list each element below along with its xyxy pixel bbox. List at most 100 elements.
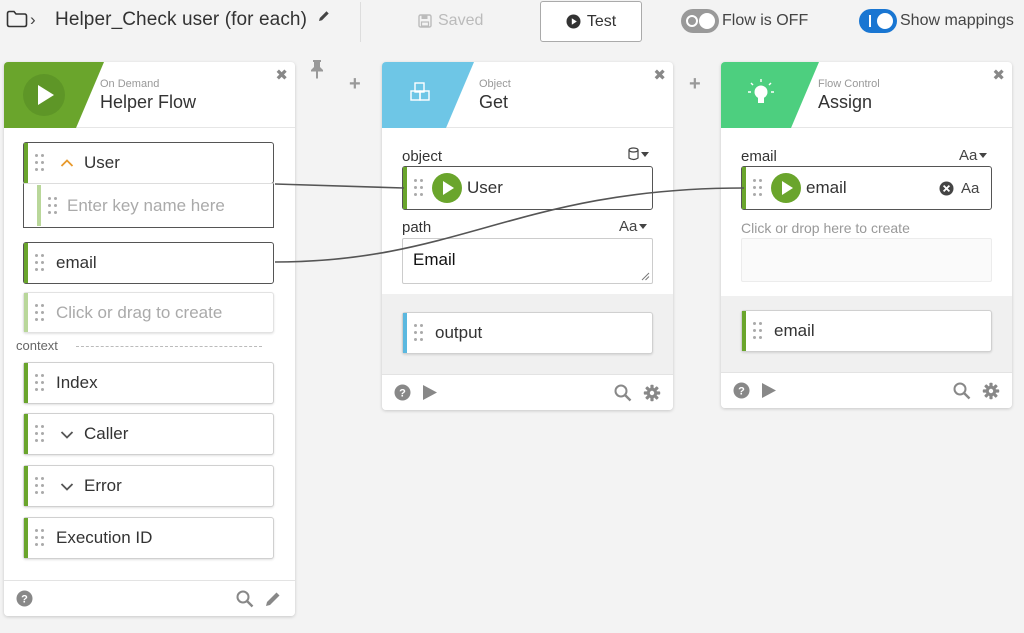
- path-type-selector[interactable]: Aa: [619, 218, 648, 235]
- add-step-plus-icon[interactable]: +: [349, 73, 361, 95]
- flow-title[interactable]: Helper_Check user (for each): [55, 9, 308, 30]
- drag-handle-icon[interactable]: [35, 477, 45, 495]
- caret-down-icon: [979, 153, 988, 158]
- context-item-error[interactable]: Error: [23, 465, 274, 507]
- flow-enabled-toggle[interactable]: Flow is OFF: [681, 9, 808, 33]
- toolbar-divider: [360, 2, 361, 42]
- search-icon[interactable]: [614, 384, 632, 402]
- test-button[interactable]: Test: [540, 1, 642, 42]
- play-icon: [38, 85, 54, 105]
- caret-down-icon: [639, 224, 648, 229]
- text-type-label: Aa: [959, 147, 978, 164]
- email-mapped-value[interactable]: email Aa: [741, 166, 992, 210]
- help-icon[interactable]: ?: [733, 382, 750, 399]
- drag-handle-icon[interactable]: [35, 374, 45, 392]
- close-icon[interactable]: ✖: [653, 67, 666, 84]
- show-mappings-toggle[interactable]: Show mappings: [859, 9, 1014, 33]
- pencil-icon[interactable]: [318, 9, 330, 27]
- email-value-label: email: [806, 178, 847, 197]
- object-type-selector[interactable]: [628, 147, 649, 161]
- context-item-index[interactable]: Index: [23, 362, 274, 404]
- output-item[interactable]: output: [402, 312, 653, 354]
- key-name-placeholder: Enter key name here: [67, 195, 225, 215]
- email-type-selector[interactable]: Aa: [959, 147, 988, 164]
- input-email[interactable]: email: [23, 242, 274, 284]
- help-icon[interactable]: ?: [394, 384, 411, 401]
- chevron-up-icon[interactable]: [60, 158, 74, 168]
- user-children-box: Enter key name here: [23, 183, 274, 228]
- context-section-label: context: [16, 338, 58, 353]
- email-field-label: email: [741, 148, 777, 165]
- path-textarea[interactable]: Email: [402, 238, 653, 284]
- card-type-label: Flow Control: [818, 78, 880, 90]
- svg-text:?: ?: [21, 594, 28, 606]
- trigger-source-icon: [432, 173, 462, 203]
- resize-handle-icon[interactable]: [641, 272, 650, 281]
- gear-icon[interactable]: [643, 384, 661, 402]
- flow-control-assign-card[interactable]: Flow Control Assign ✖ email Aa email Aa …: [721, 62, 1012, 408]
- chevron-down-icon[interactable]: [60, 482, 74, 492]
- database-icon: [628, 147, 639, 161]
- help-icon[interactable]: ?: [16, 590, 33, 607]
- key-name-field[interactable]: Enter key name here: [37, 185, 273, 226]
- play-icon[interactable]: [761, 382, 777, 399]
- drag-handle-icon[interactable]: [35, 529, 45, 547]
- test-button-label: Test: [586, 12, 617, 30]
- context-item-caller[interactable]: Caller: [23, 413, 274, 455]
- input-user[interactable]: User: [23, 142, 274, 184]
- trigger-header-band: [4, 62, 104, 128]
- drag-handle-icon[interactable]: [753, 322, 763, 340]
- card-footer: ?: [4, 580, 295, 616]
- toggle-on-switch[interactable]: [859, 9, 897, 33]
- drag-handle-icon[interactable]: [35, 254, 45, 272]
- drag-handle-icon[interactable]: [753, 179, 763, 197]
- card-title: Get: [479, 92, 509, 112]
- pin-icon[interactable]: [309, 59, 325, 84]
- top-bar: › Helper_Check user (for each) Saved Tes…: [0, 0, 1024, 44]
- create-input-dropzone[interactable]: Click or drag to create: [23, 292, 274, 333]
- output-item[interactable]: email: [741, 310, 992, 352]
- chevron-down-icon[interactable]: [60, 430, 74, 440]
- play-icon[interactable]: [422, 384, 438, 401]
- gear-icon[interactable]: [982, 382, 1000, 400]
- pencil-icon[interactable]: [264, 590, 282, 608]
- object-value-label: User: [467, 178, 503, 197]
- toggle-off-switch[interactable]: [681, 9, 719, 33]
- breadcrumb-chevron-icon: ›: [30, 10, 36, 29]
- card-footer: ?: [382, 374, 673, 410]
- close-icon[interactable]: ✖: [992, 67, 1005, 84]
- add-step-plus-icon[interactable]: +: [689, 73, 701, 95]
- drag-handle-icon[interactable]: [35, 303, 45, 322]
- create-dropzone[interactable]: [741, 238, 992, 282]
- drag-handle-icon[interactable]: [35, 425, 45, 443]
- path-value: Email: [413, 250, 456, 269]
- create-hint: Click or drop here to create: [741, 220, 910, 236]
- trigger-card[interactable]: On Demand Helper Flow ✖ User Enter key n…: [4, 62, 295, 616]
- search-icon[interactable]: [953, 382, 971, 400]
- card-header: Object Get ✖: [382, 62, 673, 128]
- context-item-execution-id[interactable]: Execution ID: [23, 517, 274, 559]
- object-header-band: [382, 62, 474, 128]
- card-header: On Demand Helper Flow ✖: [4, 62, 295, 128]
- output-label: email: [774, 321, 815, 340]
- flow-toggle-label: Flow is OFF: [722, 12, 809, 29]
- text-type-label: Aa: [619, 218, 638, 235]
- search-icon[interactable]: [236, 590, 254, 608]
- drag-handle-icon[interactable]: [414, 324, 424, 342]
- close-icon[interactable]: ✖: [275, 67, 288, 84]
- card-footer: ?: [721, 372, 1012, 408]
- card-type-label: Object: [479, 78, 511, 90]
- drag-handle-icon[interactable]: [35, 154, 45, 172]
- trigger-source-icon: [771, 173, 801, 203]
- caret-down-icon: [641, 151, 649, 157]
- folder-icon[interactable]: [6, 10, 28, 33]
- drag-handle-icon[interactable]: [48, 196, 58, 215]
- card-title: Assign: [818, 92, 873, 112]
- save-icon: [418, 14, 432, 28]
- mappings-toggle-label: Show mappings: [900, 12, 1014, 29]
- clear-icon[interactable]: [939, 181, 954, 196]
- play-circle-icon: [566, 14, 581, 29]
- object-get-card[interactable]: Object Get ✖ object User path Aa Email o…: [382, 62, 673, 410]
- drag-handle-icon[interactable]: [414, 179, 424, 197]
- object-mapped-value[interactable]: User: [402, 166, 653, 210]
